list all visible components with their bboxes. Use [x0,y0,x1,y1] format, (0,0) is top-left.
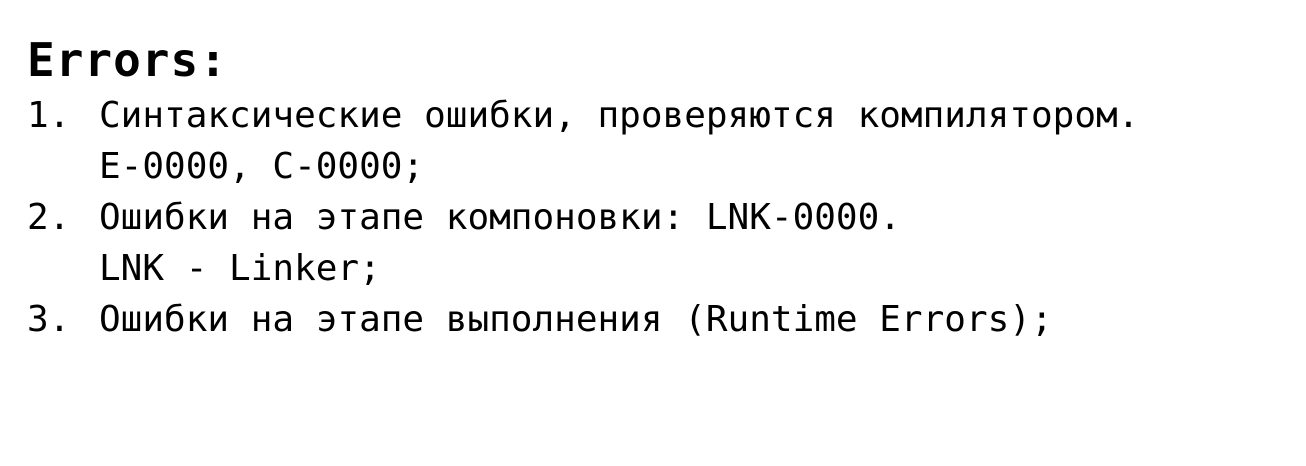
list-item-text: Синтаксические ошибки, проверяются компи… [99,95,1140,136]
list-item-line: 1. Синтаксические ошибки, проверяются ком… [27,90,1139,141]
list-item-text: Ошибки на этапе выполнения (Runtime Erro… [99,299,1053,340]
list-item-line: 2. Ошибки на этапе компоновки: LNK-0000. [27,192,1139,243]
page-title: Errors: [27,33,228,87]
list-item-line: 3. Ошибки на этапе выполнения (Runtime Er… [27,294,1139,345]
list-item-syntax-errors: 1. Синтаксические ошибки, проверяются ком… [27,90,1139,192]
list-item-continuation: E-0000, C-0000; [99,146,425,187]
list-item-text: Ошибки на этапе компоновки: LNK-0000. [99,197,901,238]
list-item-number: 1. [27,95,71,136]
list-item-continuation: LNK - Linker; [99,248,381,289]
list-item-runtime-errors: 3. Ошибки на этапе выполнения (Runtime Er… [27,294,1139,345]
list-item-number: 2. [27,197,71,238]
error-type-list: 1. Синтаксические ошибки, проверяются ком… [27,90,1139,345]
document: Errors: 1. Синтаксические ошибки, проверя… [27,30,1139,345]
list-item-linker-errors: 2.Ошибки на этапе компоновки: LNK-0000. … [27,192,1139,294]
list-item-number: 3. [27,299,71,340]
